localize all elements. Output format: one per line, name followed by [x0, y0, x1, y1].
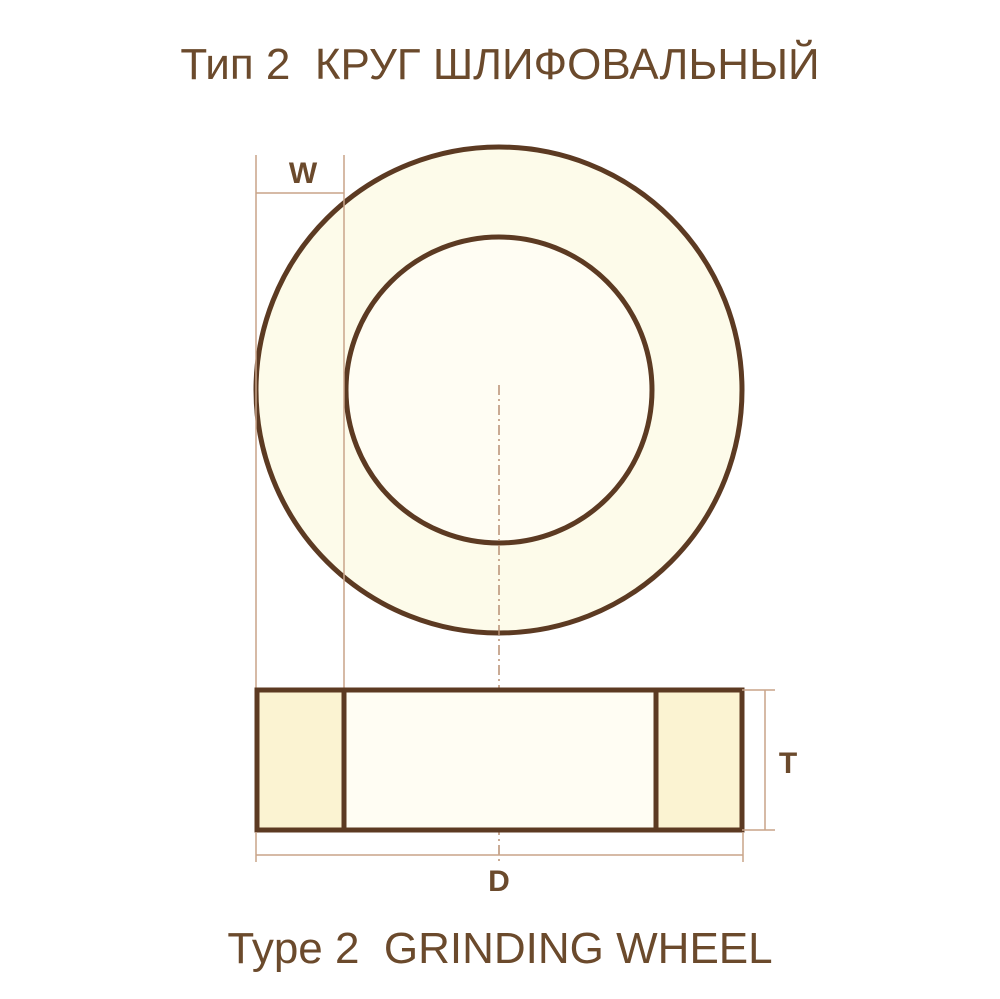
diameter-dimension: D	[255, 832, 744, 898]
thickness-dimension: T	[742, 689, 797, 831]
section-view	[254, 687, 745, 833]
width-label: W	[289, 157, 318, 190]
title-english: Type 2 GRINDING WHEEL	[227, 924, 773, 973]
width-dimension: W	[255, 155, 345, 690]
section-outline	[254, 687, 745, 833]
section-bore	[344, 690, 656, 830]
diameter-label: D	[488, 865, 510, 898]
section-left-rim	[257, 690, 344, 830]
thickness-label: T	[779, 747, 797, 780]
section-right-rim	[656, 690, 742, 830]
title-russian: Тип 2 КРУГ ШЛИФОВАЛЬНЫЙ	[180, 40, 820, 89]
